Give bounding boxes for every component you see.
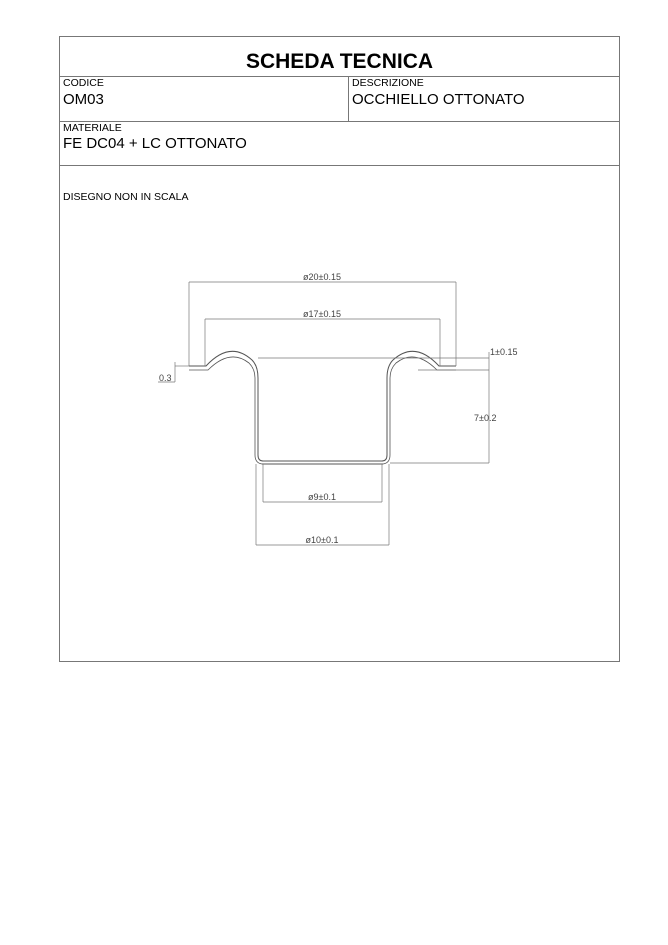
divider <box>60 121 619 122</box>
descrizione-value: OCCHIELLO OTTONATO <box>352 91 525 108</box>
materiale-label: MATERIALE <box>63 122 122 134</box>
codice-label: CODICE <box>63 77 104 89</box>
dim-outer-barrel: ø10±0.1 <box>306 535 339 545</box>
dim-flange-height: 1±0.15 <box>490 347 517 357</box>
codice-value: OM03 <box>63 91 104 108</box>
divider <box>348 76 349 121</box>
dim-height: 7±0.2 <box>474 413 496 423</box>
dim-outer-diameter: ø20±0.15 <box>303 272 341 282</box>
sheet-title: SCHEDA TECNICA <box>245 50 434 73</box>
dim-thickness: 0.3 <box>159 373 172 383</box>
drawing-note: DISEGNO NON IN SCALA <box>63 191 189 203</box>
divider <box>60 76 619 77</box>
descrizione-label: DESCRIZIONE <box>352 77 424 89</box>
dim-inner-hole: ø9±0.1 <box>308 492 336 502</box>
materiale-value: FE DC04 + LC OTTONATO <box>63 135 247 152</box>
eyelet-profile <box>189 350 456 465</box>
divider <box>60 165 619 166</box>
technical-sheet-frame: SCHEDA TECNICA CODICE OM03 DESCRIZIONE O… <box>59 36 620 662</box>
dim-flange-inner-diameter: ø17±0.15 <box>303 309 341 319</box>
dimension-lines <box>158 281 490 546</box>
